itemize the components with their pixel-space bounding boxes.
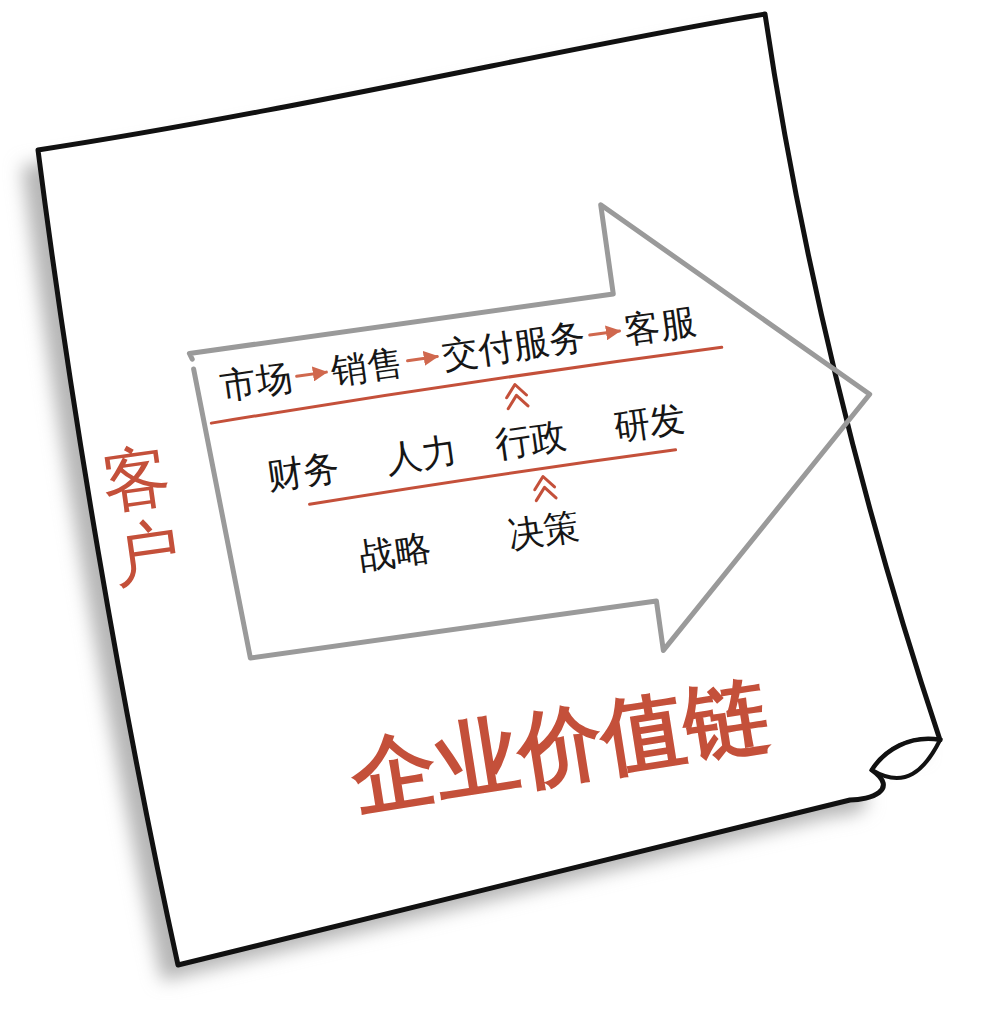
chain-item: 财务 bbox=[262, 444, 344, 500]
value-chain-arrow: 客户市场销售交付服务客服财务人力行政研发战略决策 bbox=[166, 179, 923, 732]
underline bbox=[309, 450, 676, 505]
item-label: 市场 bbox=[218, 357, 295, 408]
chain-item: 决策 bbox=[503, 503, 585, 559]
chain-item: 销售 bbox=[326, 339, 408, 395]
chain-item: 战略 bbox=[354, 524, 436, 580]
chain-item: 人力 bbox=[381, 427, 463, 483]
flow-arrow bbox=[590, 331, 620, 335]
item-label: 战略 bbox=[356, 526, 433, 577]
diagram-title: 企业价值链 bbox=[344, 658, 777, 836]
chain-item: 研发 bbox=[609, 395, 691, 451]
note-paper bbox=[38, 14, 940, 965]
item-label: 决策 bbox=[505, 505, 582, 556]
flow-arrow bbox=[297, 372, 327, 376]
arrow-shape bbox=[177, 171, 901, 710]
up-caret bbox=[505, 383, 528, 409]
item-label: 销售 bbox=[328, 341, 405, 392]
side-label: 客户 bbox=[98, 438, 186, 596]
item-label: 财务 bbox=[264, 446, 341, 497]
chain-item: 客服 bbox=[619, 298, 701, 354]
item-label: 客服 bbox=[622, 300, 699, 351]
item-label: 研发 bbox=[611, 397, 688, 448]
note-curl bbox=[872, 739, 940, 778]
flow-arrow bbox=[408, 357, 438, 361]
up-caret bbox=[533, 475, 556, 501]
item-label: 行政 bbox=[492, 414, 569, 465]
chain-item: 行政 bbox=[490, 412, 572, 468]
chain-item: 市场 bbox=[215, 354, 297, 410]
item-label: 人力 bbox=[383, 429, 460, 480]
